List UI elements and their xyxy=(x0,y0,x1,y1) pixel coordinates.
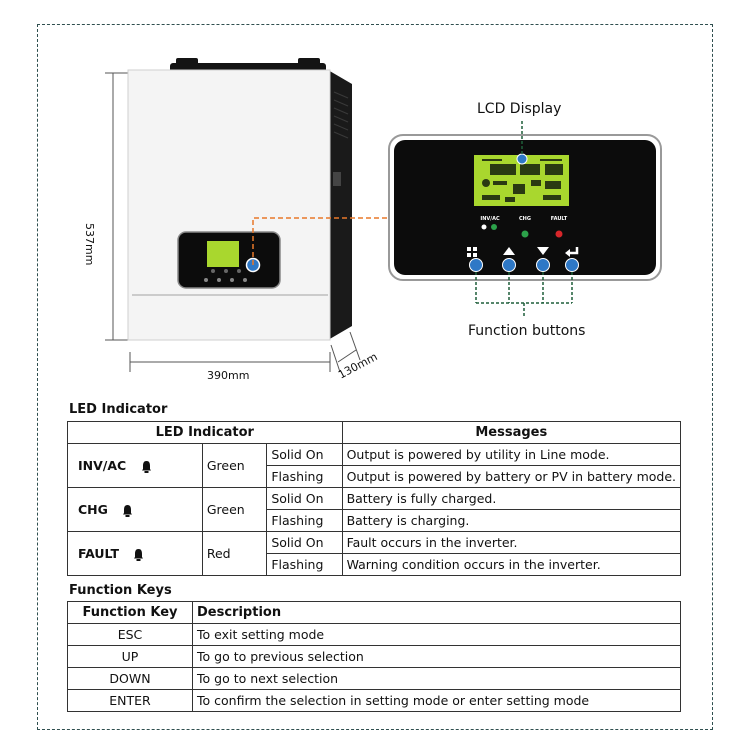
indicator-state: Flashing xyxy=(266,553,343,576)
esc-button-icon xyxy=(467,247,483,272)
lcd-panel-enlarged: INV/AC CHG FAULT xyxy=(388,119,662,281)
function-description-cell: To go to next selection xyxy=(192,667,681,690)
indicator-state: Solid On xyxy=(266,531,343,554)
lcd-pointer-dot xyxy=(516,153,528,165)
indicator-name: INV/AC xyxy=(78,458,127,473)
indicator-state: Solid On xyxy=(266,487,343,510)
led-indicator-table: LED Indicator Messages INV/AC Green Soli… xyxy=(67,421,682,576)
messages-header: Messages xyxy=(341,421,682,444)
led-table-header: LED Indicator Messages xyxy=(67,421,682,444)
height-dimension-label: 537mm xyxy=(83,223,96,266)
indicator-message: Fault occurs in the inverter. xyxy=(341,531,682,554)
enter-button-icon xyxy=(565,247,579,272)
function-keys-table: Function Key Description ESC To exit set… xyxy=(67,601,681,712)
indicator-name-cell: INV/AC xyxy=(67,443,203,488)
svg-text:CHG: CHG xyxy=(519,216,531,222)
width-dimension-label: 390mm xyxy=(207,369,250,382)
up-button-icon xyxy=(502,247,516,272)
inverter-body xyxy=(127,69,331,341)
function-key-cell: ENTER xyxy=(67,689,193,712)
led-section-title: LED Indicator xyxy=(69,402,168,417)
buttons-bracket-line xyxy=(475,272,573,318)
function-buttons-row xyxy=(467,247,579,272)
indicator-name-cell: FAULT xyxy=(67,531,203,576)
indicator-color: Red xyxy=(201,531,268,576)
indicator-message: Warning condition occurs in the inverter… xyxy=(341,553,682,576)
indicator-message: Battery is fully charged. xyxy=(341,487,682,510)
indicator-message: Output is powered by utility in Line mod… xyxy=(341,443,682,466)
table-row: FAULT Red Solid On Fault occurs in the i… xyxy=(67,531,682,576)
table-row: Flashing Battery is charging. xyxy=(68,509,682,532)
dashed-border-frame xyxy=(37,24,713,730)
function-key-cell: UP xyxy=(67,645,193,668)
table-row: CHG Green Solid On Battery is fully char… xyxy=(67,487,682,532)
indicator-name-cell: CHG xyxy=(67,487,203,532)
function-description-cell: To go to previous selection xyxy=(192,645,681,668)
table-row: ENTER To confirm the selection in settin… xyxy=(67,689,681,712)
indicator-color: Green xyxy=(201,443,268,488)
indicator-message: Battery is charging. xyxy=(341,509,682,532)
description-header: Description xyxy=(192,601,681,624)
table-row: UP To go to previous selection xyxy=(67,645,681,668)
indicator-color: Green xyxy=(201,487,268,532)
function-table-header: Function Key Description xyxy=(67,601,681,624)
lcd-display-label: LCD Display xyxy=(477,101,562,117)
indicator-state: Flashing xyxy=(266,465,343,488)
table-row: DOWN To go to next selection xyxy=(67,667,681,690)
table-row: ESC To exit setting mode xyxy=(67,623,681,646)
inverter-figure: INV/AC CHG FAULT xyxy=(105,58,662,373)
svg-text:FAULT: FAULT xyxy=(551,216,568,222)
indicator-state: Flashing xyxy=(266,509,343,532)
width-dimension xyxy=(129,352,331,372)
function-buttons-label: Function buttons xyxy=(468,323,586,339)
down-button-icon xyxy=(536,247,550,272)
function-key-cell: ESC xyxy=(67,623,193,646)
inverter-front-panel xyxy=(177,231,281,289)
function-description-cell: To confirm the selection in setting mode… xyxy=(192,689,681,712)
depth-dimension xyxy=(330,331,361,373)
bell-icon xyxy=(123,505,133,517)
function-key-header: Function Key xyxy=(67,601,193,624)
function-section-title: Function Keys xyxy=(69,583,172,598)
fault-led xyxy=(555,230,563,238)
orange-connector-line xyxy=(252,217,392,265)
indicator-state: Solid On xyxy=(266,443,343,466)
indicator-name: FAULT xyxy=(78,546,119,561)
function-key-cell: DOWN xyxy=(67,667,193,690)
svg-text:INV/AC: INV/AC xyxy=(480,216,500,222)
table-row: Flashing Warning condition occurs in the… xyxy=(68,553,682,576)
bell-icon xyxy=(141,461,151,473)
indicator-name: CHG xyxy=(78,502,108,517)
indicator-message: Output is powered by battery or PV in ba… xyxy=(341,465,682,488)
function-description-cell: To exit setting mode xyxy=(192,623,681,646)
table-row: INV/AC Green Solid On Output is powered … xyxy=(67,443,682,488)
bell-icon xyxy=(134,549,144,561)
led-indicator-header: LED Indicator xyxy=(67,421,343,444)
chg-led xyxy=(521,230,529,238)
height-dimension xyxy=(105,72,128,341)
inv-led xyxy=(491,224,497,230)
